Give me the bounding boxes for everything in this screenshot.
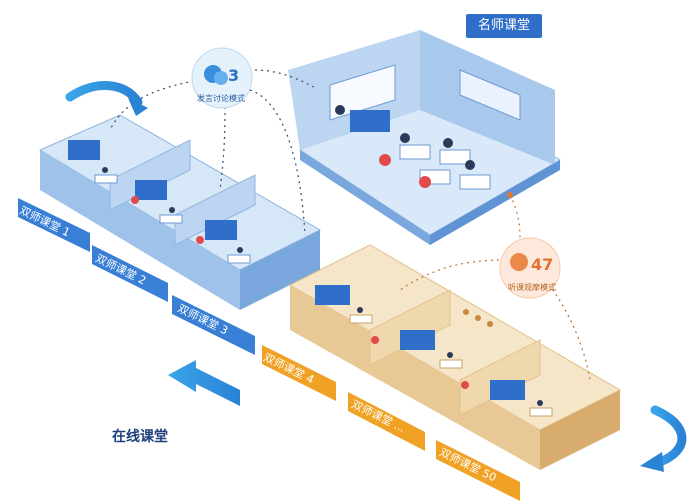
discussion-caption: 发言讨论模式 (197, 94, 245, 103)
famous-teacher-classroom (288, 30, 561, 245)
top-left-curved-arrow (65, 81, 148, 116)
connector-dot (507, 192, 513, 198)
label-strips (18, 198, 520, 501)
online-class-title: 在线课堂 (112, 429, 168, 445)
discussion-bubble (191, 47, 253, 109)
orange-classroom-strip (288, 244, 622, 470)
famous-teacher-title: 名师课堂 (466, 14, 543, 38)
listening-bubble (499, 237, 561, 299)
listening-head-icon (510, 253, 528, 271)
down-curved-arrow-icon (640, 405, 687, 472)
left-arrow-icon (168, 360, 240, 406)
listening-count: 47 (531, 255, 554, 274)
blue-classroom-strip (38, 114, 322, 310)
dotted-connectors-orange (399, 194, 591, 381)
listening-caption: 听课观摩模式 (508, 283, 556, 292)
discussion-count: 3 (228, 66, 240, 85)
